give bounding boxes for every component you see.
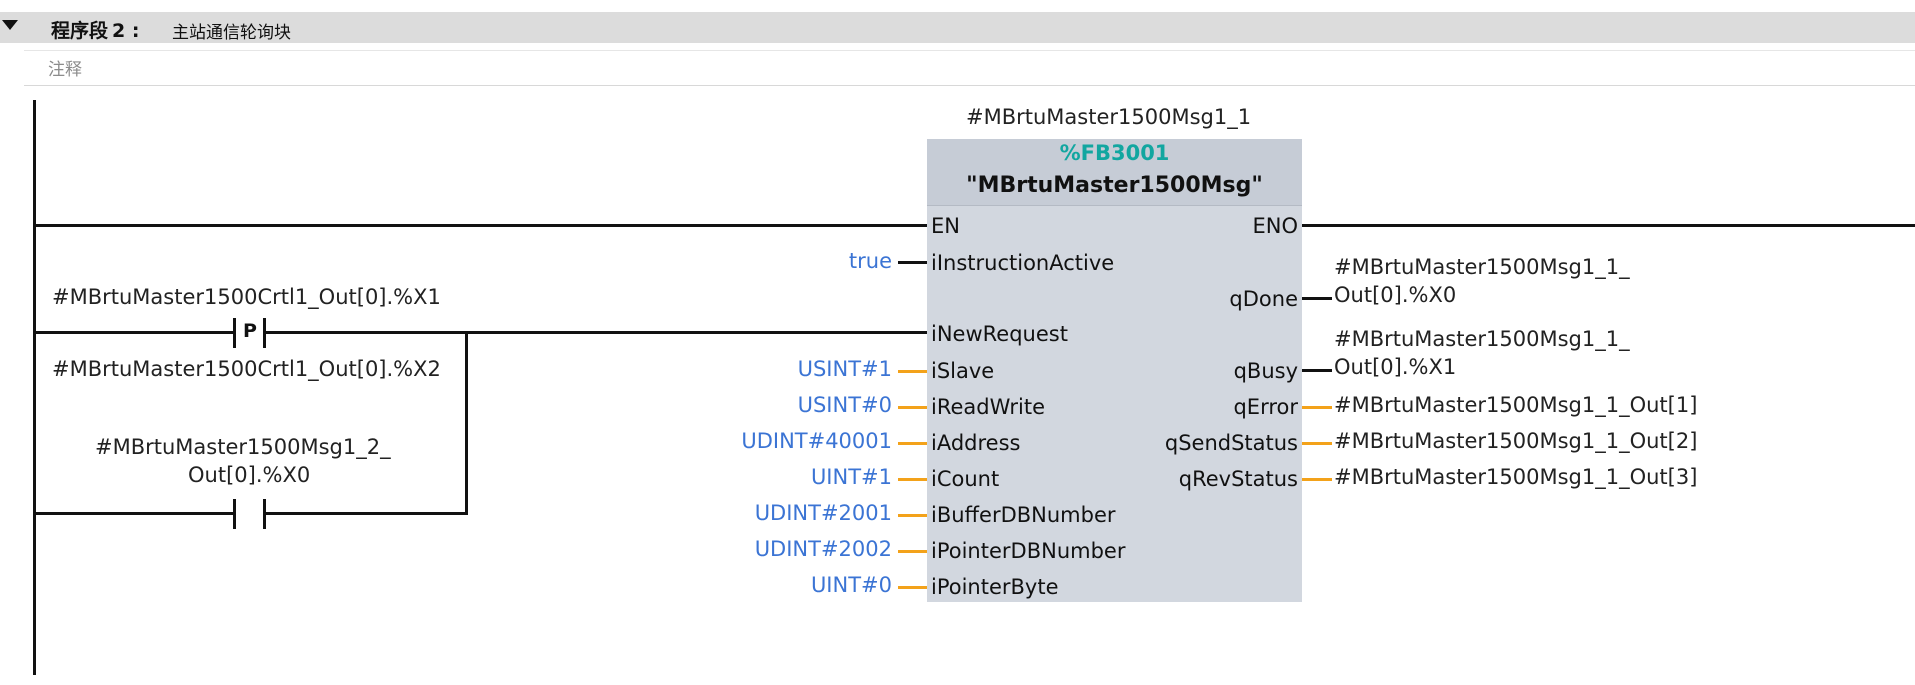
comment-placeholder: 注释 [48,60,82,80]
pin-ireadwrite: iReadWrite [931,395,1046,419]
input-value-iinstructionactive[interactable]: true [848,249,892,273]
new-request-wire-right [266,331,927,334]
output-qrevstatus[interactable]: #MBrtuMaster1500Msg1_1_Out[3] [1334,465,1698,489]
network-label: 程序段 [51,20,109,42]
parallel-contact-operand-line1[interactable]: #MBrtuMaster1500Msg1_2_ [95,435,391,459]
parallel-contact-right-bar [263,499,266,529]
parallel-branch-wire-left [33,512,233,515]
power-rail [33,100,36,675]
pin-qdone: qDone [1229,287,1298,311]
output-qdone-line2[interactable]: Out[0].%X0 [1334,283,1457,307]
pin-eno: ENO [1252,214,1298,238]
input-value-iaddress[interactable]: UDINT#40001 [741,429,892,453]
input-value-ireadwrite[interactable]: USINT#0 [797,393,892,417]
qbusy-wire [1302,369,1332,372]
network-comment-field[interactable]: 注释 [24,50,1915,86]
islave-wire [898,370,927,373]
parallel-branch-vertical [465,331,468,515]
iinstructionactive-wire [898,261,927,264]
iaddress-wire [898,442,927,445]
qerror-wire [1302,406,1332,409]
p-contact-edge-bit[interactable]: #MBrtuMaster1500Crtl1_Out[0].%X2 [52,357,441,381]
parallel-contact-operand-line2[interactable]: Out[0].%X0 [188,463,311,487]
collapse-arrow-icon[interactable] [2,20,18,30]
pin-ipointerbyte: iPointerByte [931,575,1059,599]
p-contact-right-bar [263,318,266,348]
new-request-wire-left [33,331,233,334]
qsendstatus-wire [1302,442,1332,445]
pin-iinstructionactive: iInstructionActive [931,251,1115,275]
fb-number: %FB3001 [1059,141,1170,165]
ibufferdbnumber-wire [898,514,927,517]
pin-islave: iSlave [931,359,995,383]
pin-qrevstatus: qRevStatus [1178,467,1298,491]
pin-qerror: qError [1233,395,1298,419]
p-contact-operand[interactable]: #MBrtuMaster1500Crtl1_Out[0].%X1 [52,285,441,309]
ipointerdbnumber-wire [898,550,927,553]
input-value-ibufferdbnumber[interactable]: UDINT#2001 [754,501,892,525]
input-value-islave[interactable]: USINT#1 [797,357,892,381]
pin-inewrequest: iNewRequest [931,322,1068,346]
pin-iaddress: iAddress [931,431,1021,455]
pin-qbusy: qBusy [1233,359,1298,383]
icount-wire [898,478,927,481]
fb-name: "MBrtuMaster1500Msg" [966,173,1263,198]
block-instance-name[interactable]: #MBrtuMaster1500Msg1_1 [966,105,1252,129]
pin-ipointerdbnumber: iPointerDBNumber [931,539,1126,563]
output-qerror[interactable]: #MBrtuMaster1500Msg1_1_Out[1] [1334,393,1698,417]
qrevstatus-wire [1302,478,1332,481]
p-contact-left-bar [233,318,236,348]
eno-wire [1302,224,1915,227]
output-qbusy-line1[interactable]: #MBrtuMaster1500Msg1_1_ [1334,327,1630,351]
output-qsendstatus[interactable]: #MBrtuMaster1500Msg1_1_Out[2] [1334,429,1698,453]
ireadwrite-wire [898,406,927,409]
ipointerbyte-wire [898,586,927,589]
network-name: 主站通信轮询块 [172,23,291,43]
input-value-ipointerdbnumber[interactable]: UDINT#2002 [754,537,892,561]
pin-qsendstatus: qSendStatus [1164,431,1298,455]
pin-ibufferdbnumber: iBufferDBNumber [931,503,1116,527]
pin-icount: iCount [931,467,1000,491]
block-header: %FB3001 "MBrtuMaster1500Msg" [927,139,1302,206]
function-block[interactable]: %FB3001 "MBrtuMaster1500Msg" [927,139,1302,602]
output-qdone-line1[interactable]: #MBrtuMaster1500Msg1_1_ [1334,255,1630,279]
input-value-icount[interactable]: UINT#1 [810,465,892,489]
input-value-ipointerbyte[interactable]: UINT#0 [810,573,892,597]
network-number: 2 : [112,20,140,42]
output-qbusy-line2[interactable]: Out[0].%X1 [1334,355,1457,379]
en-rung-wire [33,224,927,227]
p-contact-letter: P [243,320,257,342]
parallel-branch-wire-right [266,512,468,515]
pin-en: EN [931,214,960,238]
qdone-wire [1302,297,1332,300]
parallel-contact-left-bar [233,499,236,529]
